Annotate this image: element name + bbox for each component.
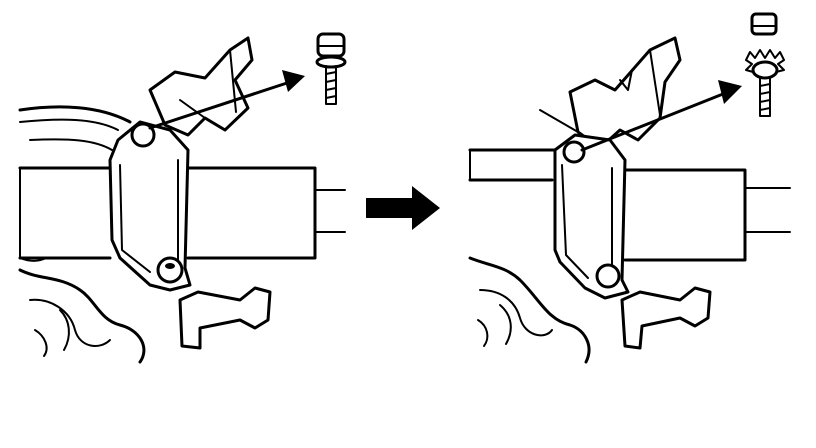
housing-left — [18, 257, 146, 364]
panel-before — [18, 32, 347, 364]
bolt-icon — [751, 60, 779, 117]
frame-rail-left — [18, 105, 132, 151]
removal-arrow-right — [580, 80, 742, 152]
bolt-icon — [315, 32, 347, 105]
lever-lower-right — [620, 286, 712, 350]
shaft-left — [18, 166, 346, 260]
nut-icon — [750, 12, 778, 36]
housing-right — [468, 256, 591, 364]
bolt-hole-upper-left — [130, 122, 156, 148]
lever-lower-left — [178, 286, 272, 350]
bolt-head-lower-left — [156, 256, 184, 284]
shaft-right — [468, 148, 791, 262]
arrow-right-icon — [366, 186, 440, 230]
bolt-head-lower-right — [595, 263, 621, 289]
panel-after — [468, 12, 791, 364]
lever-upper-right — [539, 36, 682, 150]
bracket-plate-left — [108, 120, 192, 292]
bracket-plate-right — [553, 133, 630, 300]
lever-upper-left — [148, 36, 254, 137]
removal-arrow-left — [148, 70, 305, 130]
bolt-hole-upper-right — [562, 140, 586, 164]
